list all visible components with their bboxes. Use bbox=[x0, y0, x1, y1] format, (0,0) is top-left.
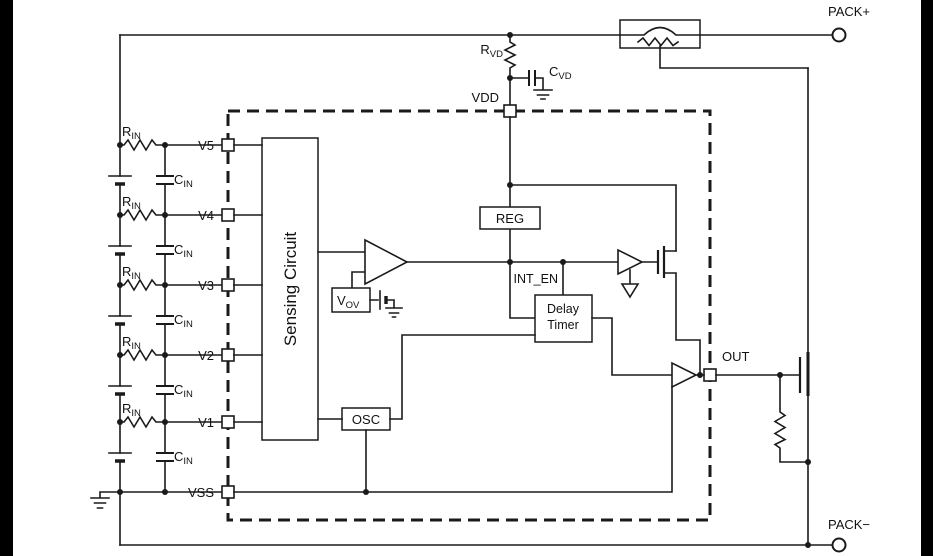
r-in-label: RIN bbox=[122, 264, 141, 282]
c-in-label: CIN bbox=[174, 312, 193, 330]
vss-pin-label: VSS bbox=[188, 485, 214, 500]
ground-arrow-icon bbox=[620, 283, 640, 299]
wire bbox=[233, 144, 263, 423]
delay-timer-label-line1: Delay bbox=[547, 302, 580, 316]
ic-boundary: V5 V4 V3 V2 V1 VSS OUT bbox=[188, 104, 750, 522]
r-in-resistor bbox=[119, 208, 223, 222]
v1-pin bbox=[221, 415, 235, 429]
v5-pin-label: V5 bbox=[198, 138, 214, 153]
comparator bbox=[364, 238, 409, 286]
wire bbox=[317, 334, 536, 493]
v2-pin bbox=[221, 348, 235, 362]
junction-dots bbox=[117, 32, 811, 548]
v-ov-cell-wires bbox=[369, 299, 403, 318]
gate-buffer bbox=[617, 248, 644, 276]
pack-plus-label: PACK+ bbox=[828, 4, 870, 19]
outer-rails: PACK+ PACK− bbox=[119, 4, 870, 553]
v3-pin-label: V3 bbox=[198, 278, 214, 293]
vss-pin bbox=[221, 485, 235, 499]
wire bbox=[317, 251, 619, 289]
ground-symbol bbox=[90, 491, 121, 509]
pack-minus-terminal bbox=[831, 537, 847, 553]
delay-timer-label-line2: Timer bbox=[547, 318, 578, 332]
v-ov-label: VOV bbox=[337, 293, 360, 311]
r-vd-resistor bbox=[503, 34, 517, 106]
v2-pin-label: V2 bbox=[198, 348, 214, 363]
reg-block bbox=[479, 206, 541, 230]
v-ov-reference-block bbox=[331, 287, 371, 313]
out-pin-label: OUT bbox=[722, 349, 750, 364]
sensing-circuit-label: Sensing Circuit bbox=[281, 232, 300, 347]
pack-minus-label: PACK− bbox=[828, 517, 870, 532]
ic-internals: Sensing Circuit REG VOV INT_EN Delay Tim… bbox=[233, 116, 705, 493]
v3-pin bbox=[221, 278, 235, 292]
r-in-resistor bbox=[119, 138, 223, 152]
c-vd-label: CVD bbox=[549, 64, 572, 82]
output-driver bbox=[671, 361, 698, 389]
battery-short-plates bbox=[115, 182, 125, 463]
r-in-label: RIN bbox=[122, 194, 141, 212]
v1-pin-label: V1 bbox=[198, 415, 214, 430]
vdd-supply-branch: RVD CVD VDD bbox=[472, 34, 572, 106]
battery-long-plates bbox=[108, 175, 132, 454]
fuse-heater bbox=[636, 36, 680, 47]
screen-edge-left bbox=[0, 0, 13, 556]
c-vd-plates bbox=[528, 70, 536, 86]
pack-plus-terminal bbox=[831, 27, 847, 43]
out-pin bbox=[703, 368, 717, 382]
r-vd-label: RVD bbox=[480, 42, 503, 60]
wire bbox=[509, 116, 677, 319]
r-in-resistor bbox=[119, 348, 223, 362]
external-output-stage bbox=[715, 67, 810, 546]
wire bbox=[641, 250, 701, 376]
thermal-fuse bbox=[619, 19, 809, 69]
battery-stack bbox=[108, 175, 132, 463]
vdd-pin bbox=[503, 104, 517, 118]
osc-label: OSC bbox=[352, 412, 380, 427]
input-filter: RIN RIN RIN RIN RIN CIN CIN CIN CIN CIN bbox=[90, 124, 223, 509]
c-in-plates bbox=[156, 175, 174, 462]
fuse-element bbox=[619, 26, 701, 36]
heater-tap-wire bbox=[659, 45, 809, 69]
int-en-label: INT_EN bbox=[514, 272, 558, 286]
c-in-label: CIN bbox=[174, 172, 193, 190]
v4-pin bbox=[221, 208, 235, 222]
screen-edge-right bbox=[921, 0, 933, 556]
c-in-label: CIN bbox=[174, 449, 193, 467]
gate-pulldown-resistor bbox=[773, 374, 809, 463]
r-in-resistor bbox=[119, 278, 223, 292]
v4-pin-label: V4 bbox=[198, 208, 214, 223]
r-in-resistor bbox=[119, 415, 223, 429]
ic-dashed-border bbox=[226, 109, 712, 522]
reg-label: REG bbox=[496, 211, 524, 226]
v5-pin bbox=[221, 138, 235, 152]
r-in-label: RIN bbox=[122, 334, 141, 352]
vdd-label: VDD bbox=[472, 90, 499, 105]
r-in-label: RIN bbox=[122, 401, 141, 419]
c-in-label: CIN bbox=[174, 382, 193, 400]
c-in-label: CIN bbox=[174, 242, 193, 260]
c-vd-branch bbox=[509, 77, 553, 100]
r-in-label: RIN bbox=[122, 124, 141, 142]
sensing-circuit-block bbox=[261, 137, 319, 441]
